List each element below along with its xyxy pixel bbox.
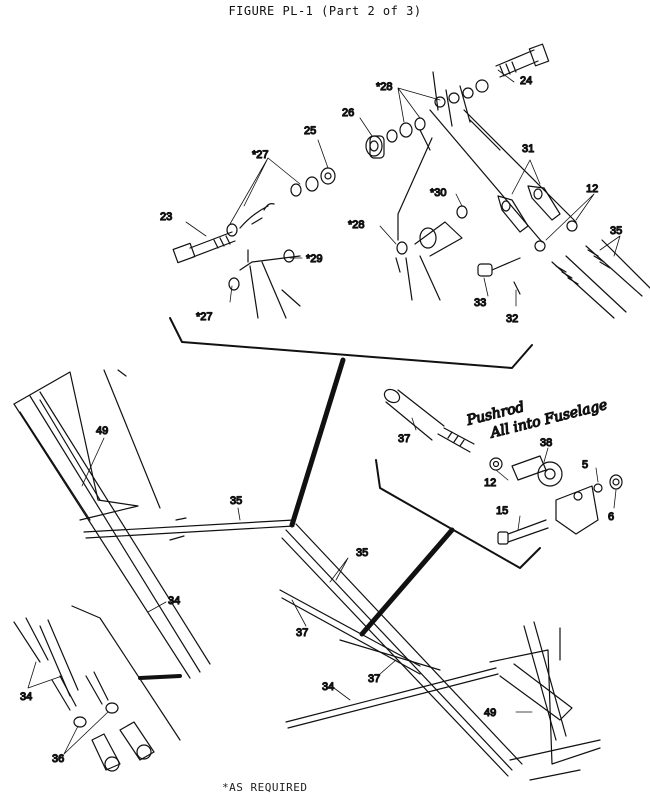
callout-label: 49 <box>484 707 496 719</box>
bolt-23 <box>172 231 236 264</box>
rod-34-right <box>285 667 499 729</box>
footnote-as-required: *AS REQUIRED <box>222 781 308 794</box>
callout-label: 37 <box>296 627 308 639</box>
pin-33-cotter-32 <box>477 257 521 295</box>
tail-frame-49-left <box>13 369 211 679</box>
figure-title: FIGURE PL-1 (Part 2 of 3) <box>228 4 422 18</box>
callout-label: 26 <box>342 107 354 119</box>
callout-label: 32 <box>506 313 518 325</box>
callout-label: *28 <box>376 81 393 93</box>
callout-labels: *28 24 26 25 *27 31 *30 12 23 *28 35 *29… <box>19 74 622 765</box>
washer-stack-27-25 <box>226 167 336 319</box>
detail-bracket-upper <box>169 317 533 528</box>
callout-label: 49 <box>96 425 108 437</box>
callout-label: 12 <box>586 183 598 195</box>
callout-leaders <box>27 69 621 755</box>
rod-ends-34-36 <box>13 617 155 772</box>
rod-37-right <box>279 589 441 675</box>
callout-label: 35 <box>230 495 242 507</box>
callout-label: *29 <box>306 253 323 265</box>
bolt-24 <box>475 43 550 93</box>
detail-bracket-pushrod <box>359 459 541 637</box>
rod-35-left <box>83 517 295 541</box>
callout-label: 33 <box>474 297 486 309</box>
callout-label: *27 <box>196 311 213 323</box>
callout-label: 35 <box>356 547 368 559</box>
pushrod-37-detail <box>383 388 623 545</box>
tail-frame-49-right <box>281 523 601 781</box>
callout-label: 38 <box>540 437 552 449</box>
callout-label: *27 <box>252 149 269 161</box>
callout-label: 34 <box>168 595 180 607</box>
callout-label: 34 <box>20 691 32 703</box>
rods-35-upper <box>551 239 650 319</box>
callout-label: *28 <box>348 219 365 231</box>
rod-ends-31 <box>429 109 578 252</box>
callout-label: 23 <box>160 211 172 223</box>
detail-bracket-rod-ends <box>71 605 182 741</box>
hardware-26-28 <box>365 71 501 301</box>
callout-label: 35 <box>610 225 622 237</box>
callout-label: 37 <box>368 673 380 685</box>
callout-label: 34 <box>322 681 334 693</box>
callout-label: 25 <box>304 125 316 137</box>
callout-label: 37 <box>398 433 410 445</box>
callout-label: 31 <box>522 143 534 155</box>
handwritten-note: Pushrod All into Fuselage <box>464 396 610 442</box>
callout-label: 5 <box>582 459 588 471</box>
callout-label: 12 <box>484 477 496 489</box>
callout-label: 15 <box>496 505 508 517</box>
callout-label: 36 <box>52 753 64 765</box>
callout-label: *30 <box>430 187 447 199</box>
callout-label: 24 <box>520 75 532 87</box>
callout-label: 6 <box>608 511 614 523</box>
